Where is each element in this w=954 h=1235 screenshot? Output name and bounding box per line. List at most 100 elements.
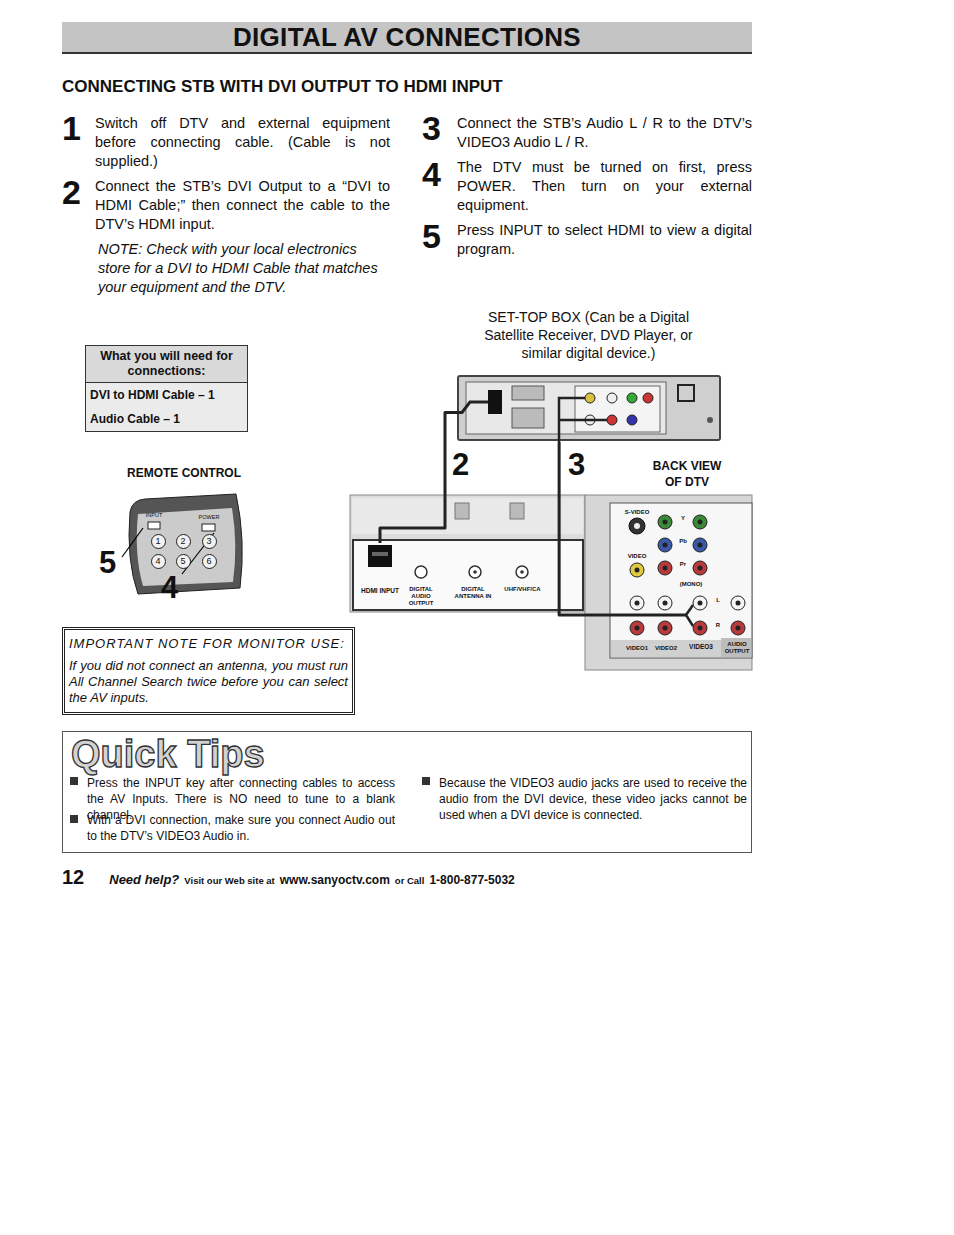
cable xyxy=(380,413,455,543)
help-heading: Need help? xyxy=(109,872,179,887)
rca-jack-center xyxy=(663,520,668,525)
jack-label: DIGITAL ANTENNA IN xyxy=(450,586,496,600)
rca-jack xyxy=(693,596,707,610)
drawing-part xyxy=(678,385,694,401)
power-button: POWER xyxy=(196,512,222,532)
step-number: 2 xyxy=(62,174,92,210)
drawing-part xyxy=(137,508,236,586)
input-button: INPUT xyxy=(143,511,165,531)
number-button: 6 xyxy=(202,554,217,569)
jack-shape xyxy=(627,393,637,403)
jack-label: R xyxy=(712,622,724,629)
drawing-part xyxy=(202,524,215,531)
jack-shape xyxy=(473,570,477,574)
node-heading: 5 xyxy=(177,555,190,568)
drawing-part xyxy=(422,777,430,785)
node-heading: HDMI INPUT xyxy=(360,587,400,595)
node-text: DVI to HDMI Cable – 1 xyxy=(86,383,247,407)
jack-label: (MONO) xyxy=(674,581,708,588)
rca-jack-center xyxy=(736,626,741,631)
jack-label: DIGITAL AUDIO OUTPUT xyxy=(400,586,442,607)
rca-jack xyxy=(731,621,745,635)
rca-jack-center xyxy=(663,566,668,571)
footer-text: Visit our Web site at xyxy=(184,875,274,886)
rca-jack-center xyxy=(698,543,703,548)
drawing-part xyxy=(466,382,666,434)
footer: 12Need help?Visit our Web site atwww.san… xyxy=(62,866,515,889)
callout-number: 3 xyxy=(568,448,592,482)
node-heading: POWER xyxy=(196,514,222,521)
node-heading: REMOTE CONTROL xyxy=(118,466,250,480)
step-text: Switch off DTV and external equipment be… xyxy=(95,114,390,171)
drawing-part xyxy=(122,528,143,557)
jack-label: UHF/VHF/CA xyxy=(500,586,545,593)
rca-jack-center xyxy=(698,626,703,631)
jack-shape xyxy=(643,393,653,403)
connectors xyxy=(380,413,686,616)
remote-control: REMOTE CONTROLINPUTPOWER123456 xyxy=(118,466,250,590)
step-number: 5 xyxy=(422,218,452,254)
rca-jack-center xyxy=(635,568,640,573)
callout-number: 2 xyxy=(452,448,476,482)
rca-jack-center xyxy=(663,601,668,606)
drawing-part xyxy=(512,408,544,428)
number-button: 3 xyxy=(202,534,217,549)
jack-label: Pr xyxy=(676,561,690,568)
node-heading: 3 xyxy=(203,535,216,548)
jack-label: L xyxy=(712,597,724,604)
section-heading: CONNECTING STB WITH DVI OUTPUT TO HDMI I… xyxy=(62,77,582,97)
rca-jack xyxy=(658,596,672,610)
drawing-part xyxy=(129,494,242,594)
rca-jack-center xyxy=(736,601,741,606)
rca-jack-center xyxy=(698,520,703,525)
rca-jack-center xyxy=(635,626,640,631)
jack-label: VIDEO2 xyxy=(653,645,679,652)
rca-jack xyxy=(693,621,707,635)
drawing-part xyxy=(372,552,388,556)
number-button: 5 xyxy=(176,554,191,569)
page-number: 12 xyxy=(62,866,84,889)
drawing-part xyxy=(585,495,752,670)
rca-jack-center xyxy=(663,543,668,548)
node-heading: 1 xyxy=(152,535,165,548)
jack-label: AUDIO OUTPUT xyxy=(722,641,752,655)
phone-number: 1-800-877-5032 xyxy=(429,873,514,887)
drawing-part xyxy=(559,398,607,442)
jack-label: VIDEO xyxy=(617,553,657,560)
set-top-box: SET-TOP BOX (Can be a Digital Satellite … xyxy=(455,308,722,442)
hdmi-input-jack: HDMI INPUT xyxy=(360,543,400,612)
number-button: 4 xyxy=(151,554,166,569)
rca-jack xyxy=(731,596,745,610)
jack-shape xyxy=(707,417,713,423)
node-text: With a DVI connection, make sure you con… xyxy=(87,812,395,844)
drawing-part xyxy=(512,386,544,400)
set-top-box-panel xyxy=(455,376,720,442)
node-text: Audio Cable – 1 xyxy=(86,407,247,431)
drawing-part xyxy=(686,605,693,626)
drawing-part xyxy=(70,815,78,823)
drawing-part xyxy=(458,376,720,440)
node-heading: SET-TOP BOX (Can be a Digital Satellite … xyxy=(473,308,704,362)
remote-control-body xyxy=(122,494,242,594)
jack-label: VIDEO1 xyxy=(624,645,650,652)
rca-jack-center xyxy=(635,601,640,606)
node-text: If you did not connect an antenna, you m… xyxy=(69,658,348,706)
step-number: 4 xyxy=(422,156,452,192)
drawing-part xyxy=(455,503,469,519)
rca-jack xyxy=(658,515,672,529)
node-heading: BACK VIEW OF DTV xyxy=(646,458,728,490)
jack-shape xyxy=(469,566,481,578)
callout-number: 5 xyxy=(99,546,123,580)
quick-tips-box: Quick TipsPress the INPUT key after conn… xyxy=(62,731,752,853)
rca-jack xyxy=(693,561,707,575)
node-heading: Quick Tips xyxy=(71,732,471,776)
footer-text: or Call xyxy=(395,875,425,886)
step-note: NOTE: Check with your local electronics … xyxy=(98,240,390,297)
drawing-part xyxy=(488,390,502,414)
step-text: Connect the STB’s Audio L / R to the DTV… xyxy=(457,114,752,152)
drawing-part xyxy=(510,503,524,519)
drawing-part xyxy=(455,402,488,413)
step-text: Press INPUT to select HDMI to view a dig… xyxy=(457,221,752,259)
rca-jack xyxy=(630,563,644,577)
drawing-part xyxy=(610,503,752,658)
